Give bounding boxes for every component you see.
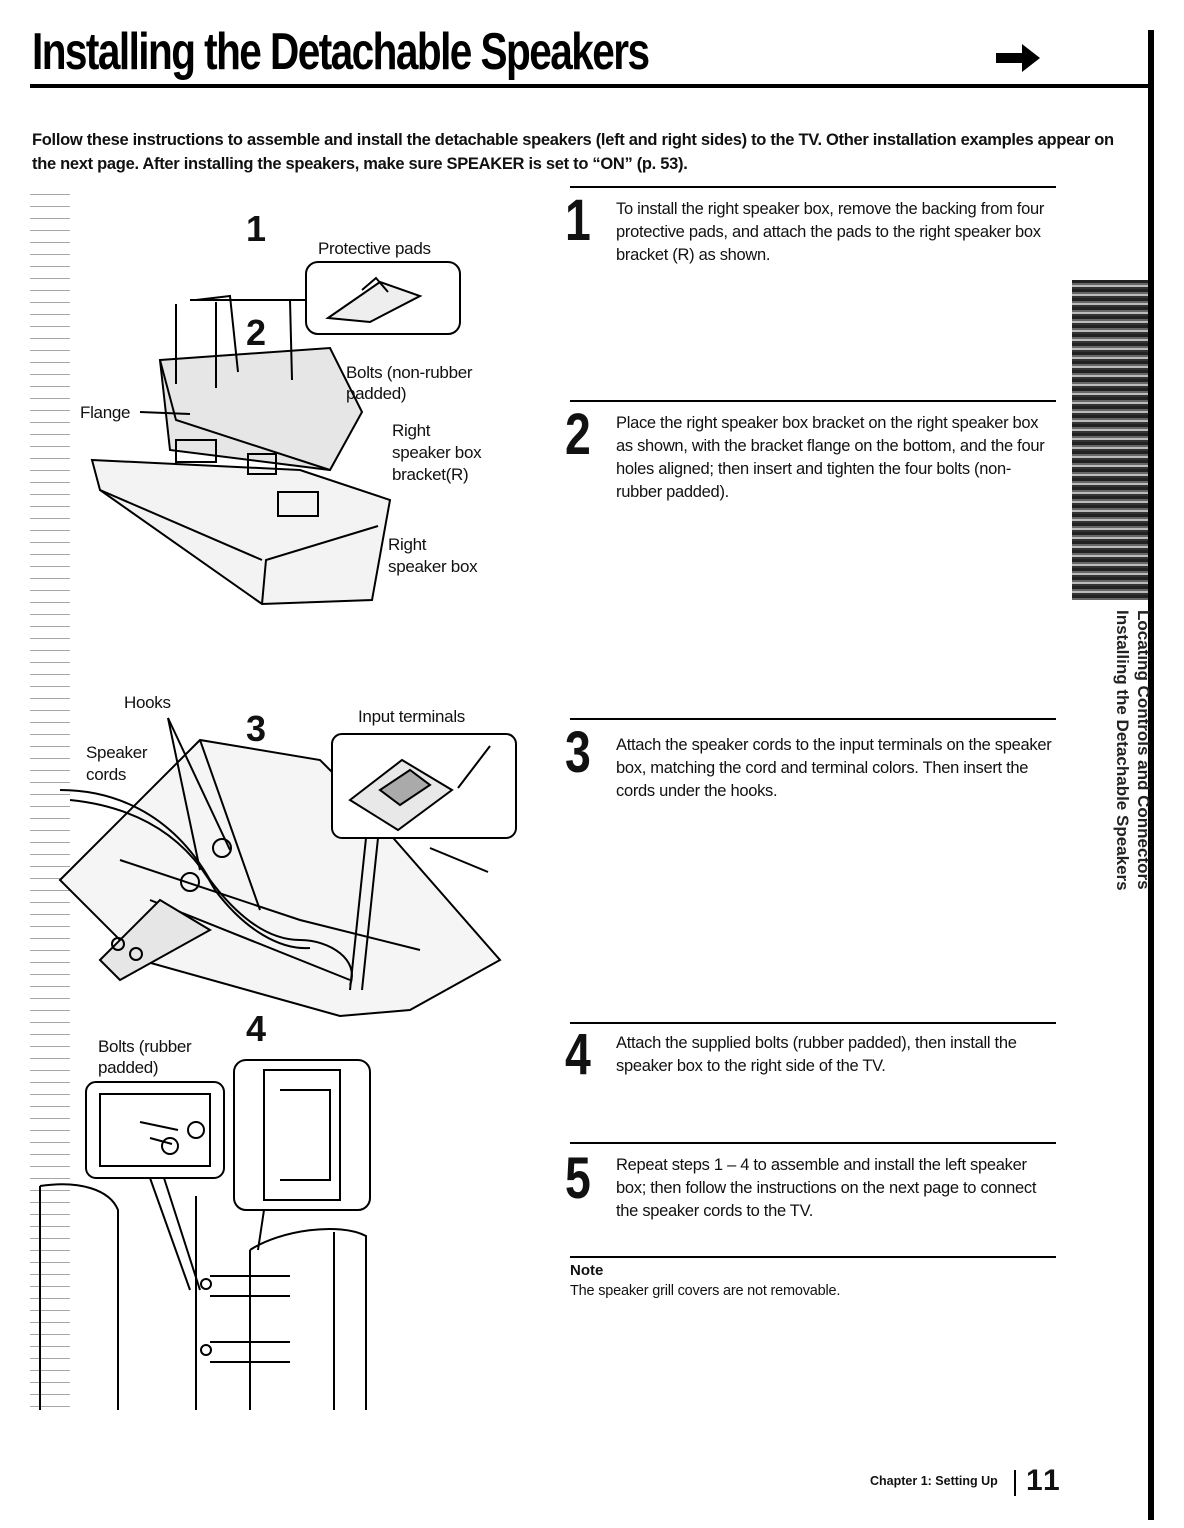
note-text: The speaker grill covers are not removab…: [570, 1283, 841, 1299]
figure-step4-number: 4: [246, 1008, 267, 1049]
flange-label: Flange: [80, 403, 131, 422]
bolts-rubber-label-2: padded): [98, 1058, 159, 1077]
input-terminals-label: Input terminals: [358, 707, 465, 726]
footer-separator: [1014, 1470, 1016, 1496]
right-bracket-label-3: bracket(R): [392, 465, 469, 484]
speaker-cords-label-2: cords: [86, 765, 127, 784]
title-underline: [30, 84, 1148, 88]
page-title: Installing the Detachable Speakers: [32, 23, 650, 81]
installation-illustrations: [39, 261, 517, 1410]
note-divider: [570, 1256, 1056, 1258]
note-heading: Note: [570, 1262, 604, 1279]
terminal-drawing: [58, 717, 517, 1018]
bolts-non-rubber-label: Bolts (non-rubber: [346, 363, 473, 382]
speaker-box-drawing: [90, 294, 392, 606]
scan-edge-texture: [30, 188, 70, 1418]
step-text: Place the right speaker box bracket on t…: [616, 414, 1045, 501]
right-bracket-label: Right: [392, 421, 431, 440]
step-text: Attach the speaker cords to the input te…: [616, 736, 1052, 800]
hooks-label: Hooks: [124, 693, 171, 712]
figure-step1-number: 1: [246, 208, 267, 249]
protective-pads-label: Protective pads: [318, 239, 431, 258]
step-divider: [570, 186, 1056, 188]
step-divider: [570, 1022, 1056, 1024]
right-speaker-box-label-2: speaker box: [388, 557, 478, 576]
intro-paragraph: Follow these instructions to assemble an…: [32, 131, 1114, 173]
bolts-non-rubber-label-2: padded): [346, 384, 407, 403]
step-number: 5: [565, 1146, 591, 1211]
step-number: 1: [565, 188, 591, 253]
right-bracket-label-2: speaker box: [392, 443, 482, 462]
step-divider: [570, 1142, 1056, 1144]
section-tab-label: Locating Controls and Connectors: [1134, 610, 1153, 890]
right-speaker-box-label: Right: [388, 535, 427, 554]
speaker-cords-label: Speaker: [86, 743, 148, 762]
continue-arrow-icon: [996, 44, 1040, 72]
tv-side-drawing: [39, 1059, 371, 1410]
section-tab-labels: Locating Controls and Connectors Install…: [1094, 610, 1154, 891]
step-text: Attach the supplied bolts (rubber padded…: [616, 1034, 1017, 1075]
step-divider: [570, 400, 1056, 402]
protective-pads-inset: [190, 261, 461, 335]
figure-step3-number: 3: [246, 708, 267, 749]
page-edge-rule: [1148, 30, 1154, 1520]
chapter-label: Chapter 1: Setting Up: [870, 1474, 998, 1488]
page-number: 11: [1026, 1464, 1062, 1497]
step-number: 4: [565, 1022, 591, 1087]
bolts-rubber-label: Bolts (rubber: [98, 1037, 192, 1056]
section-tab-label: Installing the Detachable Speakers: [1113, 610, 1132, 891]
step-number: 3: [565, 720, 591, 785]
section-tab-graphic: [1072, 280, 1148, 600]
step-number: 2: [565, 402, 591, 467]
step-text: Repeat steps 1 – 4 to assemble and insta…: [616, 1156, 1037, 1220]
figure-step2-number: 2: [246, 312, 267, 353]
step-text: To install the right speaker box, remove…: [616, 200, 1045, 264]
step-divider: [570, 718, 1056, 720]
